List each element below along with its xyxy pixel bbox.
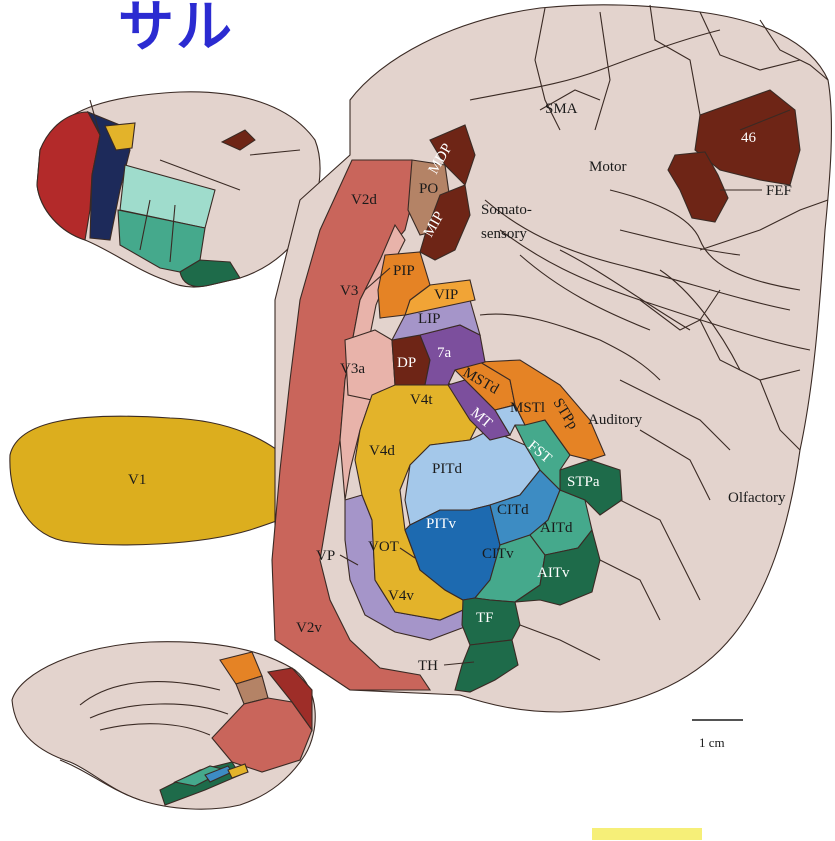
v1-region: V1 [10, 416, 319, 545]
label-lip: LIP [418, 311, 441, 327]
label-46: 46 [741, 130, 757, 146]
v1-area [10, 416, 319, 545]
label-v4t: V4t [410, 392, 433, 408]
label-v4d: V4d [369, 443, 395, 459]
label-v1: V1 [128, 472, 146, 488]
medial-brain-view [12, 642, 315, 809]
label-pip: PIP [393, 263, 415, 279]
scale-bar-label: 1 cm [699, 735, 725, 750]
label-vp: VP [316, 548, 335, 564]
label-auditory: Auditory [588, 412, 643, 428]
label-olfactory: Olfactory [728, 490, 786, 506]
label-aitd: AITd [540, 520, 573, 536]
label-somatosensory-2: sensory [481, 226, 527, 242]
label-fef: FEF [766, 183, 792, 199]
label-vip: VIP [434, 287, 458, 303]
label-v3a: V3a [340, 361, 365, 377]
label-stpa: STPa [567, 474, 600, 490]
scale-bar: 1 cm [692, 720, 743, 750]
label-somatosensory-1: Somato- [481, 202, 532, 218]
label-v3: V3 [340, 283, 358, 299]
label-citd: CITd [497, 502, 529, 518]
label-pitd: PITd [432, 461, 463, 477]
highlight-mark [592, 828, 702, 840]
label-7a: 7a [437, 345, 452, 361]
lateral-brain-view [37, 92, 320, 287]
label-v2d: V2d [351, 192, 377, 208]
label-v2v: V2v [296, 620, 322, 636]
label-po: PO [419, 181, 438, 197]
label-tf: TF [476, 610, 494, 626]
label-vot: VOT [368, 539, 399, 555]
label-motor: Motor [589, 159, 627, 175]
label-dp: DP [397, 355, 416, 371]
label-citv: CITv [482, 546, 514, 562]
label-mstl: MSTl [510, 400, 545, 416]
label-th: TH [418, 658, 438, 674]
label-aitv: AITv [537, 565, 570, 581]
label-pitv: PITv [426, 516, 457, 532]
label-v4v: V4v [388, 588, 414, 604]
label-sma: SMA [545, 101, 578, 117]
